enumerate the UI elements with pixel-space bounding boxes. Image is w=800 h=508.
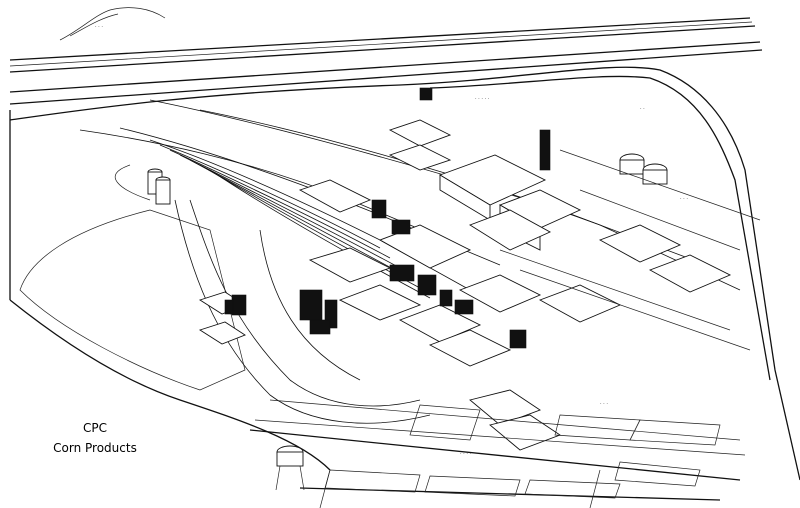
small-annotations: · · · · · · · · · · · · · · · · ·: [460, 96, 688, 457]
water-tower: [275, 445, 305, 491]
map-caption: CPC Corn Products: [30, 418, 160, 458]
highway: [9, 17, 763, 105]
tank-group-east: [619, 153, 668, 185]
caption-line-2: Corn Products: [53, 441, 137, 455]
west-field: [19, 164, 246, 391]
svg-text:· · ·: · · ·: [95, 24, 103, 30]
svg-text:· · ·: · · ·: [600, 401, 608, 407]
shoreline: · · ·: [59, 7, 166, 41]
process-area: [224, 87, 551, 349]
svg-text:· ·: · ·: [640, 106, 645, 112]
svg-text:· · · ·: · · · ·: [460, 451, 472, 457]
svg-text:· · · · ·: · · · · ·: [475, 96, 490, 102]
caption-line-1: CPC: [83, 421, 107, 435]
streets: [254, 149, 761, 508]
tank-group-west: [147, 168, 171, 205]
svg-text:· · ·: · · ·: [680, 196, 688, 202]
